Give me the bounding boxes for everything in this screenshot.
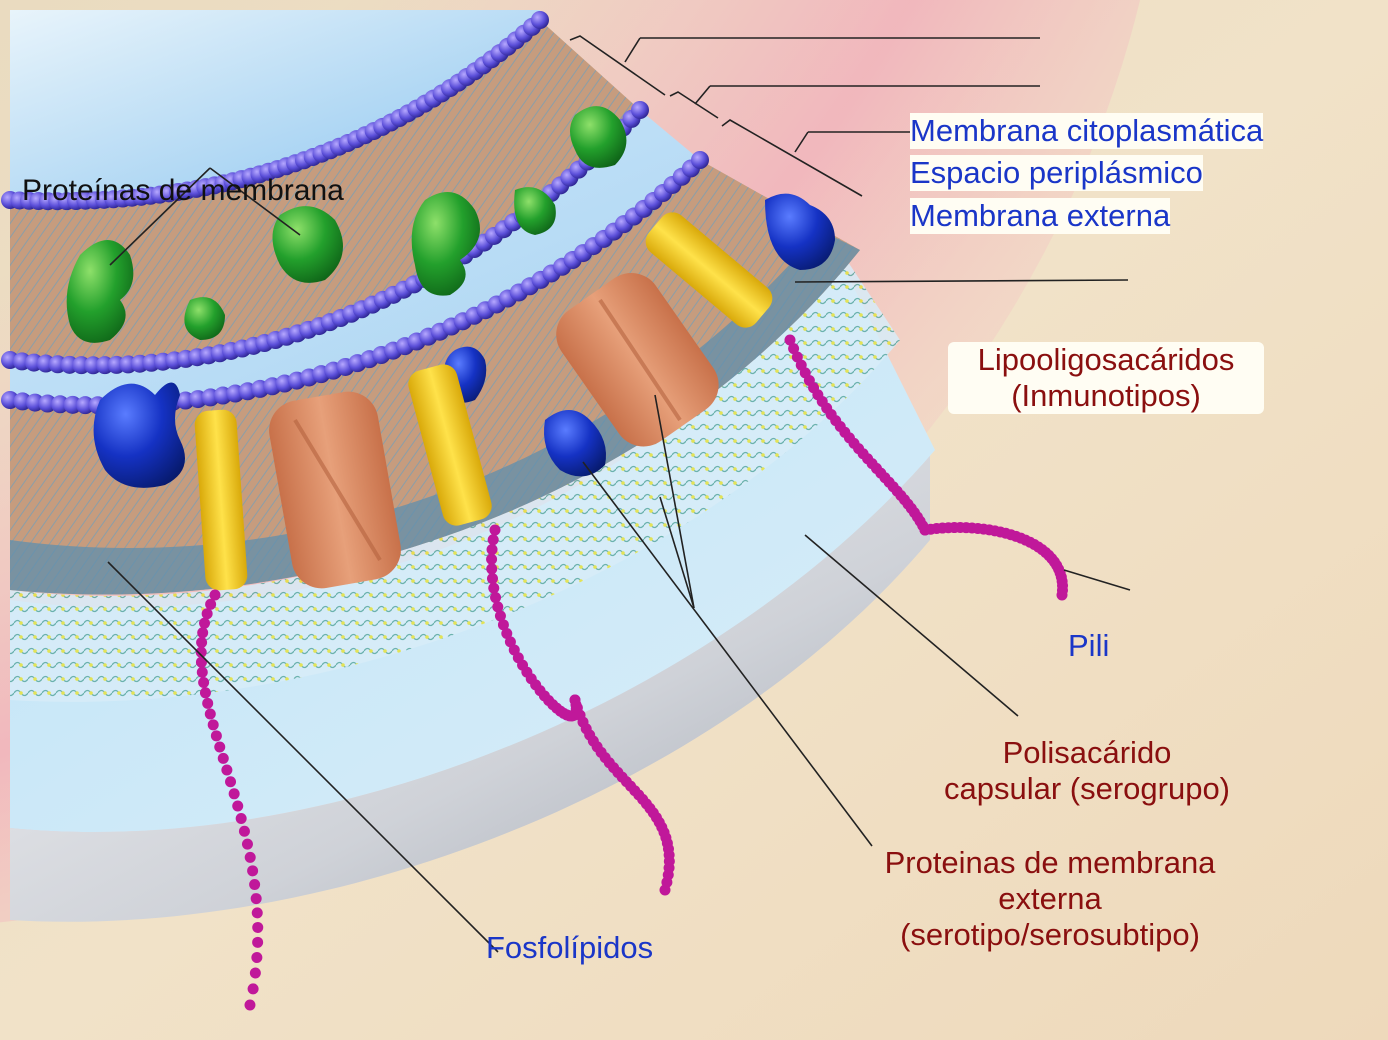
pilus-bead <box>242 839 253 850</box>
pilus-bead <box>490 592 501 603</box>
label-lipooligosacaridos-line2: (Inmunotipos) <box>948 378 1264 414</box>
label-membrana-citoplasmatica: Membrana citoplasmática <box>910 113 1263 149</box>
pilus-bead <box>196 637 207 648</box>
pilus-bead <box>236 813 247 824</box>
pilus-bead <box>250 968 261 979</box>
label-espacio-periplasmico: Espacio periplásmico <box>910 155 1203 191</box>
pilus-bead <box>486 563 497 574</box>
pilus-bead <box>252 922 263 933</box>
label-prot-ext-line2: externa <box>850 881 1250 917</box>
pilus-bead <box>487 544 498 555</box>
pilus-bead <box>660 885 671 896</box>
pilus-bead <box>239 826 250 837</box>
pilus-bead <box>225 776 236 787</box>
pilus-bead <box>205 599 216 610</box>
label-membrana-externa: Membrana externa <box>910 198 1170 234</box>
label-proteinas-de-membrana: Proteínas de membrana <box>22 174 344 209</box>
pilus-bead <box>229 788 240 799</box>
label-lipooligosacaridos: Lipooligosacáridos (Inmunotipos) <box>948 342 1264 414</box>
pilus-bead <box>486 554 497 565</box>
pilus-bead <box>218 753 229 764</box>
pilus-bead <box>232 801 243 812</box>
label-polisacarido-line1: Polisacárido <box>912 735 1262 771</box>
label-proteinas-membrana-externa: Proteinas de membrana externa (serotipo/… <box>850 845 1250 953</box>
pilus-bead <box>202 608 213 619</box>
label-prot-ext-line1: Proteinas de membrana <box>850 845 1250 881</box>
pilus-bead <box>200 687 211 698</box>
label-prot-ext-line3: (serotipo/serosubtipo) <box>850 917 1250 953</box>
pilus-bead <box>488 583 499 594</box>
pilus-bead <box>202 698 213 709</box>
pilus-bead <box>245 852 256 863</box>
pilus-bead <box>490 525 501 536</box>
phospholipid-head-bead <box>631 101 649 119</box>
label-fosfolipidos: Fosfolípidos <box>486 930 653 966</box>
pilus-bead <box>211 730 222 741</box>
pilus-bead <box>251 893 262 904</box>
label-pili: Pili <box>1068 628 1109 664</box>
pilus-bead <box>251 952 262 963</box>
pilus-bead <box>199 618 210 629</box>
pilus-bead <box>488 534 499 545</box>
phospholipid-head-bead <box>531 11 549 29</box>
pilus-bead <box>197 627 208 638</box>
pilus-bead <box>208 719 219 730</box>
pilus-bead <box>249 879 260 890</box>
pilus-bead <box>245 1000 256 1011</box>
pilus-bead <box>248 983 259 994</box>
label-polisacarido-line2: capsular (serogrupo) <box>912 771 1262 807</box>
pilus-bead <box>198 677 209 688</box>
pilus-bead <box>252 907 263 918</box>
phospholipid-head-bead <box>691 151 709 169</box>
pilus-bead <box>487 573 498 584</box>
pilus-bead <box>221 765 232 776</box>
label-lipooligosacaridos-line1: Lipooligosacáridos <box>948 342 1264 378</box>
pilus-bead <box>247 865 258 876</box>
pilus-bead <box>205 708 216 719</box>
pilus-bead <box>197 667 208 678</box>
pilus-bead <box>252 937 263 948</box>
pilus-bead <box>214 742 225 753</box>
label-polisacarido-capsular: Polisacárido capsular (serogrupo) <box>912 735 1262 807</box>
pilus-bead <box>1057 590 1068 601</box>
